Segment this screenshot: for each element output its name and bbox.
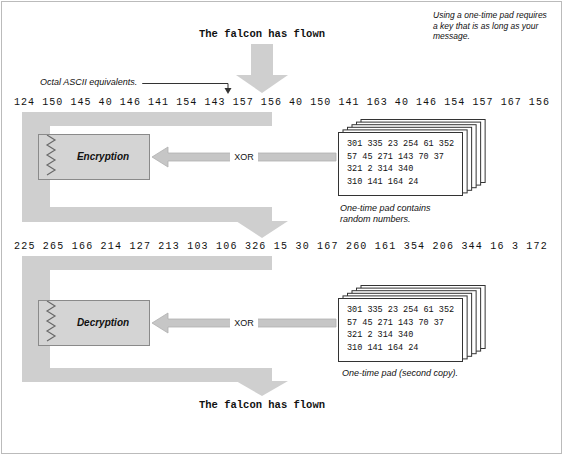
- pad-stack: [343, 286, 485, 359]
- octal-row: 225 265 166 214 127 213 103 106 326 15 3…: [14, 241, 548, 253]
- xor-arrow: [152, 313, 336, 333]
- box-label: Encryption: [77, 151, 129, 163]
- pad-row: 321 2 314 340: [347, 163, 454, 176]
- caption-text: One-time pad contains random numbers.: [340, 203, 440, 225]
- flow-band: [22, 256, 272, 270]
- pad-row: 57 45 271 143 70 37: [347, 317, 454, 330]
- zigzag-edge: [44, 135, 58, 179]
- box-label: Decryption: [77, 317, 129, 329]
- pad-row: 321 2 314 340: [347, 329, 454, 342]
- process-box: Encryption: [38, 134, 150, 180]
- pad-stack: [343, 120, 485, 359]
- pad-stack: [343, 120, 485, 193]
- callout-text: Octal ASCII equivalents.: [40, 77, 137, 88]
- flow-band: [22, 44, 288, 396]
- pad-row: 301 335 23 254 61 352: [347, 304, 454, 317]
- zigzag-edge: [47, 301, 55, 341]
- message-text: The falcon has flown: [199, 28, 325, 41]
- leader-group: [142, 84, 231, 95]
- pad-row: 57 45 271 143 70 37: [347, 151, 454, 164]
- leader-arrowhead: [225, 88, 232, 94]
- flow-arrow: [236, 221, 288, 238]
- flow-arrow: [236, 381, 288, 396]
- flow-band: [22, 112, 272, 126]
- flow-band: [22, 207, 272, 222]
- pad-row: 310 141 164 24: [347, 176, 454, 189]
- message-text: The falcon has flown: [199, 399, 325, 412]
- caption-text: One-time pad (second copy).: [342, 368, 458, 379]
- process-box: Decryption: [38, 300, 150, 346]
- zigzag-edge: [47, 135, 55, 175]
- operation-label: XOR: [230, 152, 258, 163]
- leader-line: [142, 84, 228, 90]
- pad-card: 301 335 23 254 61 35257 45 271 143 70 37…: [338, 132, 463, 196]
- pad-card: 301 335 23 254 61 35257 45 271 143 70 37…: [338, 298, 463, 362]
- note-text: Using a one-time pad requires a key that…: [433, 10, 553, 42]
- flow-band: [251, 44, 273, 76]
- zigzag-edge: [44, 301, 58, 345]
- xor-arrow: [152, 147, 336, 167]
- pad-row: 301 335 23 254 61 352: [347, 138, 454, 151]
- flow-arrow: [236, 75, 288, 93]
- operation-label: XOR: [230, 318, 258, 329]
- pad-row: 310 141 164 24: [347, 342, 454, 355]
- flow-band: [22, 368, 272, 382]
- octal-row: 124 150 145 40 146 141 154 143 157 156 4…: [14, 97, 550, 109]
